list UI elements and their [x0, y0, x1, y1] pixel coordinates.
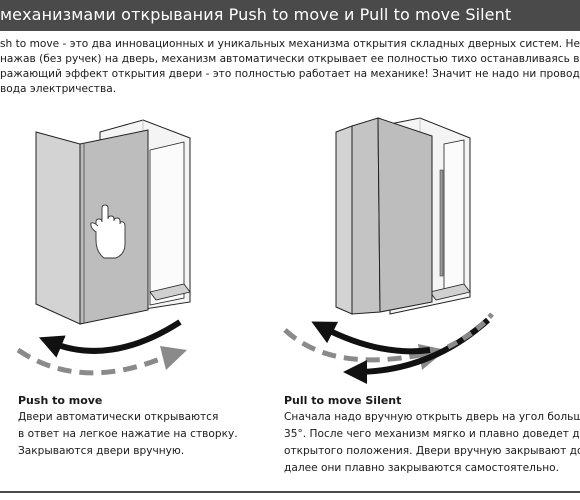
- pull-to-move-caption: Pull to move Silent Сначала надо вручную…: [284, 392, 580, 477]
- page-title: механизмами открывания Push to move и Pu…: [0, 5, 512, 24]
- folding-door: [335, 117, 433, 315]
- illustration-panel: [16, 117, 494, 384]
- intro-line: sh to move - это два инновационных и уни…: [0, 38, 580, 50]
- caption-line: далее они плавно закрываются самостоятел…: [284, 462, 559, 474]
- push-to-move-illustration: [16, 119, 191, 376]
- header-bar: механизмами открывания Push to move и Pu…: [0, 0, 580, 31]
- intro-paragraph: sh to move - это два инновационных и уни…: [0, 37, 580, 97]
- arrow-black-open: [38, 319, 182, 358]
- bottom-divider: [0, 491, 580, 493]
- pull-to-move-silent-illustration: [283, 117, 494, 384]
- arrow-grey-dashed-end: [446, 312, 494, 350]
- pull-to-move-title: Pull to move Silent: [284, 394, 402, 407]
- push-to-move-title: Push to move: [18, 394, 103, 407]
- caption-line: 35°. После чего механизм мягко и плавно …: [284, 428, 580, 440]
- intro-line: ражающий эффект открытия двери - это пол…: [0, 68, 580, 80]
- arrow-grey-dashed-open: [283, 328, 421, 363]
- push-to-move-caption: Push to move Двери автоматически открыва…: [18, 392, 238, 460]
- caption-line: Двери автоматически открываются: [18, 411, 219, 423]
- hand-push-icon: [90, 204, 126, 259]
- caption-line: Закрываются двери вручную.: [18, 445, 185, 457]
- caption-line: Сначала надо вручную открыть дверь на уг…: [284, 411, 580, 423]
- arrow-black-soft-open: [343, 317, 491, 384]
- arrow-grey-dashed-close: [16, 347, 166, 376]
- door-handle: [439, 169, 444, 277]
- arrow-grey-head: [160, 346, 187, 370]
- caption-line: в ответ на легкое нажатие на створку.: [18, 428, 238, 440]
- arrow-black-close: [311, 321, 431, 355]
- caption-line: открытого положения. Двери вручную закры…: [284, 445, 580, 457]
- intro-line: нажав (без ручек) на дверь, механизм авт…: [0, 53, 580, 65]
- intro-line: вода электричества.: [0, 83, 117, 95]
